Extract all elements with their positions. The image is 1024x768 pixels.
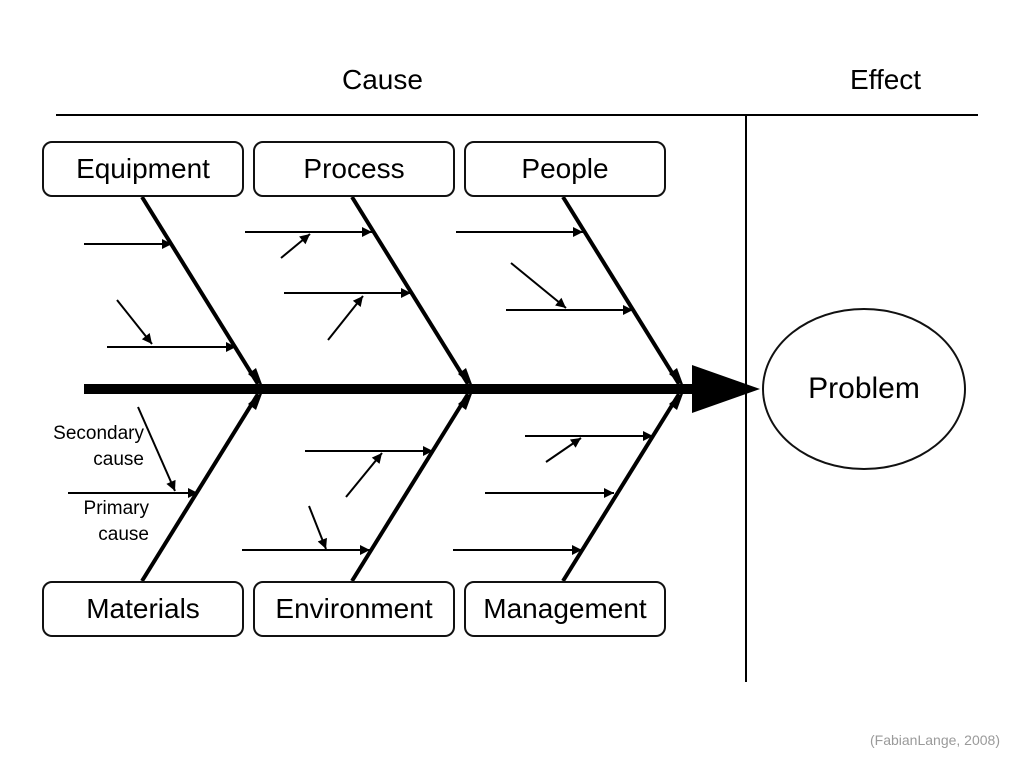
secondary-cause-arrow	[327, 295, 364, 341]
image-credit: (FabianLange, 2008)	[870, 732, 1000, 748]
secondary-cause-arrow	[545, 437, 582, 463]
primary-cause-line1: Primary	[83, 498, 149, 519]
secondary-cause-annotation: Secondary cause	[40, 421, 144, 473]
category-equipment: Equipment	[42, 141, 244, 197]
primary-cause-annotation: Primary cause	[48, 496, 149, 548]
bone-materials	[140, 391, 263, 583]
category-materials: Materials	[42, 581, 244, 637]
bone-equipment	[140, 195, 263, 387]
effect-header: Effect	[850, 64, 922, 95]
category-process: Process	[253, 141, 455, 197]
secondary-cause-arrow	[280, 233, 311, 259]
bone-management	[561, 391, 684, 583]
secondary-cause-arrow	[116, 299, 153, 345]
category-management: Management	[464, 581, 666, 637]
cause-header: Cause	[342, 64, 423, 95]
spine-arrowhead	[692, 365, 760, 413]
category-environment: Environment	[253, 581, 455, 637]
secondary-cause-arrow	[345, 452, 383, 498]
secondary-cause-line2: cause	[93, 449, 144, 470]
bone-people	[561, 195, 684, 387]
category-people: People	[464, 141, 666, 197]
secondary-cause-arrow	[510, 262, 567, 309]
secondary-cause-arrow	[137, 406, 176, 492]
effect-problem: Problem	[762, 308, 966, 470]
bone-environment	[350, 391, 473, 583]
secondary-cause-line1: Secondary	[53, 423, 144, 444]
primary-cause-line2: cause	[98, 524, 149, 545]
secondary-cause-arrow	[308, 505, 327, 550]
